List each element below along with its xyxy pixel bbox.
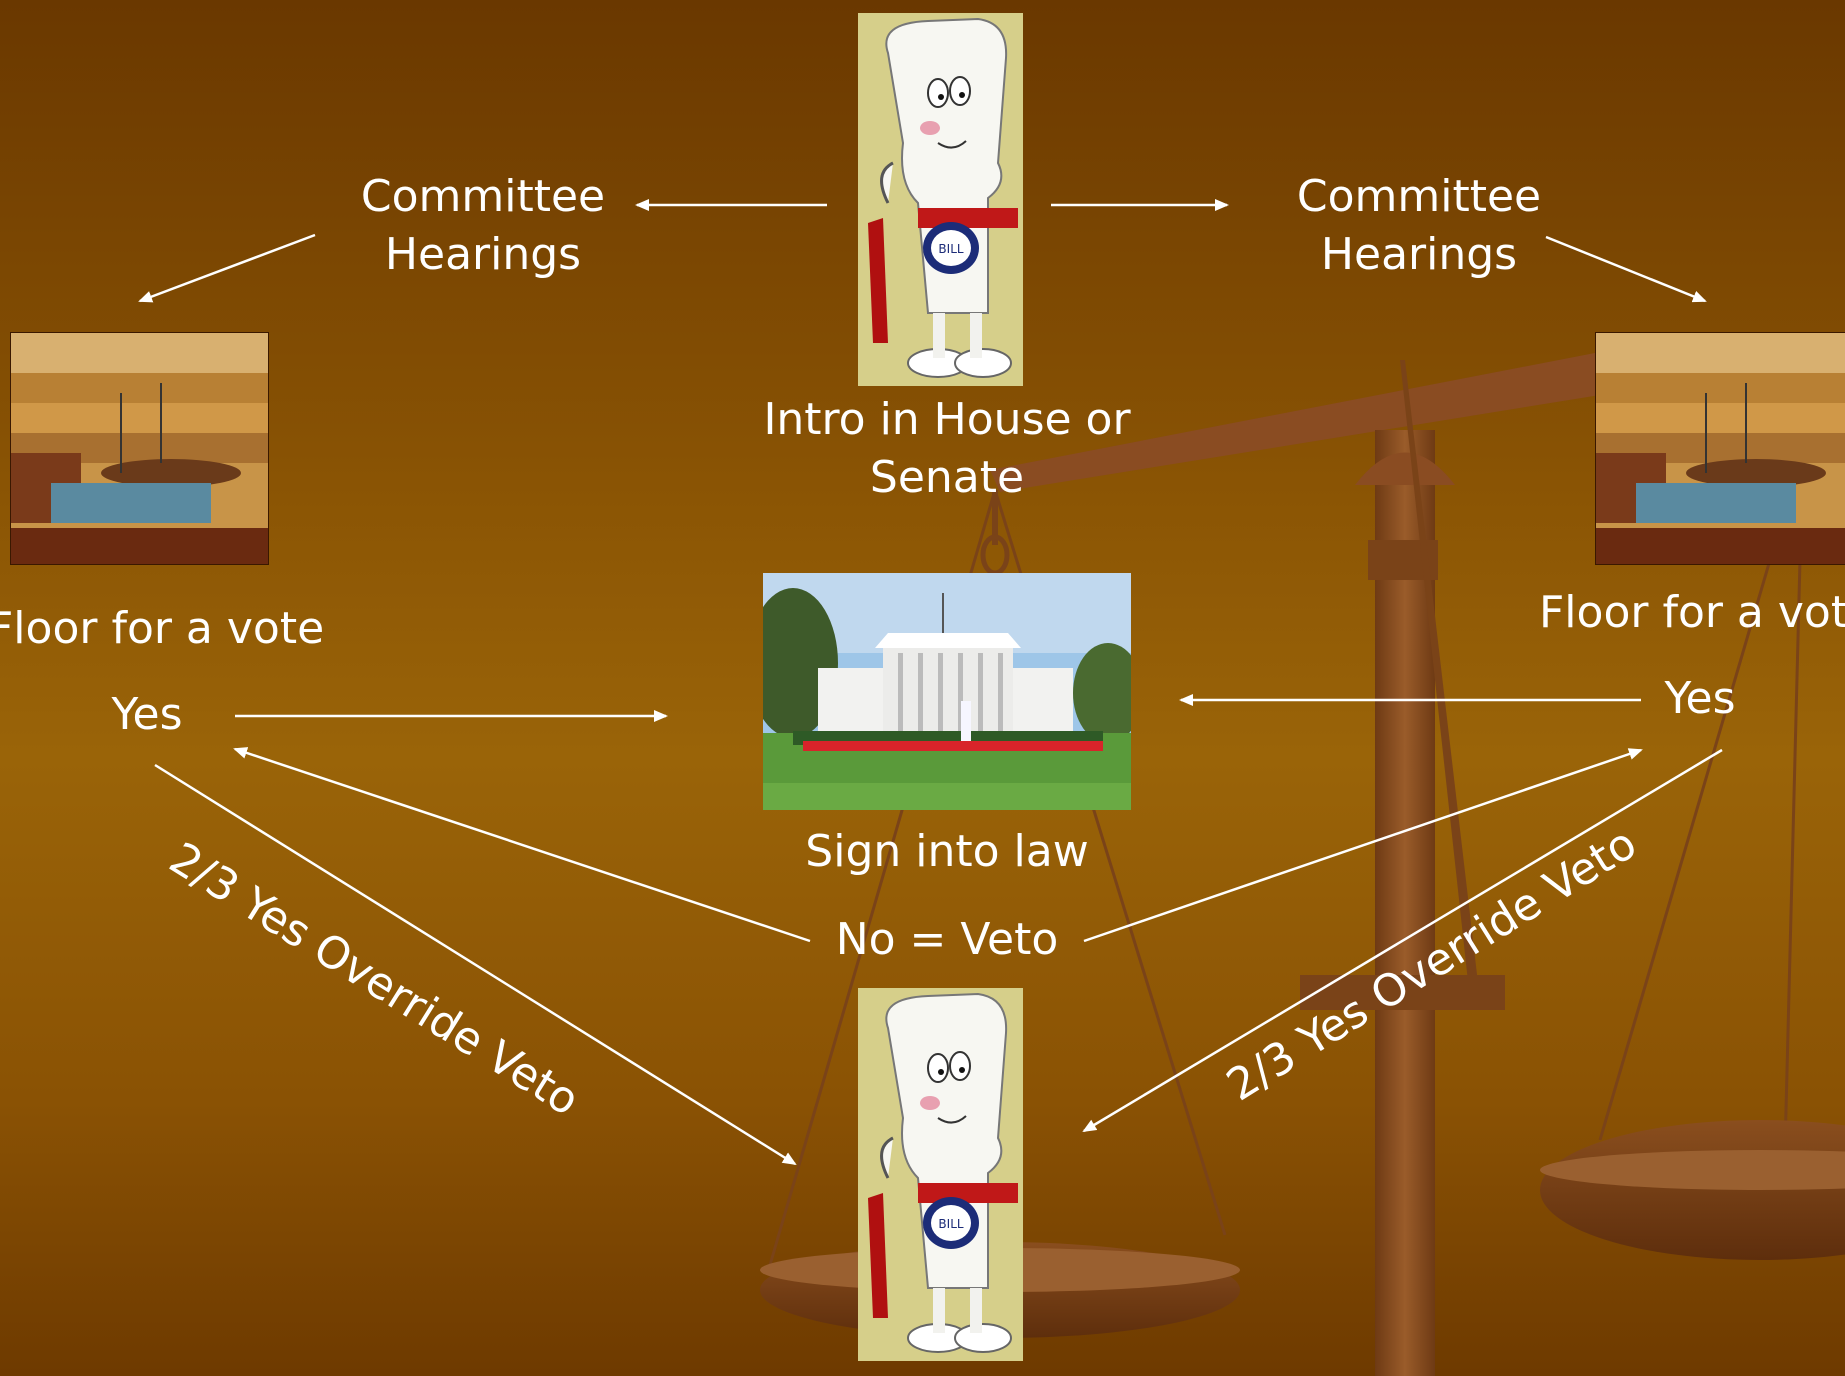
svg-text:BILL: BILL <box>938 242 963 256</box>
left-floor-vote: Floor for a vote <box>0 603 325 654</box>
senate-chamber-icon <box>11 333 268 564</box>
senate-chamber-right <box>1595 332 1845 565</box>
intro-label: Intro in House or Senate <box>747 391 1147 507</box>
bill-character-icon: BILL <box>858 988 1023 1361</box>
arrow-right-override-to-bill <box>1082 748 1723 1133</box>
left-committee-hearings: Committee Hearings <box>333 168 633 284</box>
arrow-left-committee-to-floor <box>138 233 316 303</box>
arrow-veto-to-right-yes <box>1083 748 1643 943</box>
no-veto: No = Veto <box>835 914 1059 965</box>
arrow-veto-to-left-yes <box>233 747 811 943</box>
left-committee-line2: Hearings <box>384 229 582 280</box>
senate-chamber-icon <box>1596 333 1845 564</box>
left-yes: Yes <box>111 689 183 740</box>
right-committee-line1: Committee <box>1296 171 1542 222</box>
arrow-right-committee-to-floor <box>1545 235 1707 303</box>
svg-text:BILL: BILL <box>938 1217 963 1231</box>
right-yes: Yes <box>1664 673 1736 724</box>
sign-into-law: Sign into law <box>805 826 1089 877</box>
arrow-left-override-to-bill <box>154 763 797 1166</box>
bill-character-icon: BILL <box>858 13 1023 386</box>
senate-chamber-left <box>10 332 269 565</box>
white-house-icon <box>763 573 1131 810</box>
right-floor-vote: Floor for a vote <box>1539 587 1845 638</box>
intro-line1: Intro in House or <box>763 394 1131 445</box>
right-committee-line2: Hearings <box>1320 229 1518 280</box>
bill-character-bottom: BILL <box>858 988 1023 1361</box>
right-committee-hearings: Committee Hearings <box>1269 168 1569 284</box>
left-committee-line1: Committee <box>360 171 606 222</box>
intro-line2: Senate <box>869 452 1025 503</box>
bill-character-top: BILL <box>858 13 1023 386</box>
white-house-photo <box>763 573 1131 810</box>
